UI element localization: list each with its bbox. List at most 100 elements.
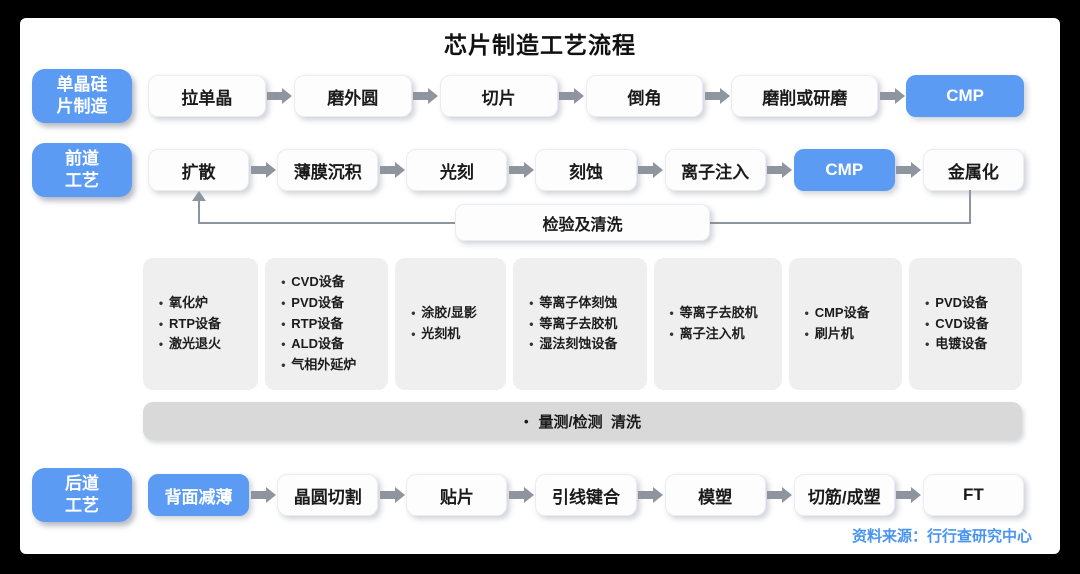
arrow-shaft	[379, 166, 395, 174]
equipment-label: 等离子去胶机	[539, 315, 618, 331]
equipment-label: 等离子体刻蚀	[539, 294, 618, 310]
list-item: •氧化炉	[153, 293, 252, 314]
list-item: •PVD设备	[919, 293, 1016, 314]
equipment-box: •CVD设备 •PVD设备 •RTP设备 •ALD设备 •气相外延炉	[265, 258, 389, 390]
arrow-shaft	[896, 491, 912, 499]
bullet-icon: •	[411, 327, 416, 341]
arrow-shaft	[508, 166, 524, 174]
arrow-head	[428, 88, 439, 104]
arrow-shaft	[767, 491, 783, 499]
equipment-label: 激光退火	[169, 336, 222, 352]
diagram-canvas: 芯片制造工艺流程 单晶硅 片制造 拉单晶 磨外圆 切片 倒角 磨削或研磨 CMP…	[20, 18, 1060, 554]
arrow-shaft	[250, 166, 266, 174]
arrow-right-icon	[878, 88, 906, 104]
process-step-box: 刻蚀	[535, 149, 637, 191]
equipment-label: 气相外延炉	[291, 357, 357, 373]
arrow-head	[911, 162, 922, 178]
front-row: 前道 工艺 扩散 薄膜沉积 光刻 刻蚀 离子注入 CMP 金属化	[32, 142, 1024, 198]
arrow-right-icon	[637, 162, 665, 178]
arrow-head	[523, 487, 534, 503]
list-item: •离子注入机	[664, 324, 776, 345]
list-item: •RTP设备	[275, 314, 382, 335]
list-item: •电镀设备	[919, 334, 1016, 355]
process-step-box: 贴片	[406, 474, 508, 516]
bullet-icon: •	[669, 327, 674, 341]
bullet-icon: •	[281, 358, 286, 373]
arrow-head	[394, 162, 405, 178]
arrow-shaft	[767, 166, 783, 174]
stage-label-line2: 工艺	[65, 496, 99, 515]
arrow-shaft	[379, 491, 395, 499]
arrow-head	[653, 162, 664, 178]
arrow-shaft	[559, 92, 575, 100]
process-step-box: 离子注入	[664, 149, 766, 191]
list-item: • 气相外延炉	[275, 355, 382, 376]
arrow-right-icon	[507, 487, 535, 503]
bullet-icon: •	[281, 295, 286, 310]
list-item: • 等离子体刻蚀	[523, 293, 640, 314]
feedback-line-left	[198, 200, 200, 224]
arrow-right-icon	[895, 162, 923, 178]
arrow-right-icon	[637, 487, 665, 503]
arrow-right-icon	[412, 88, 440, 104]
wafer-row: 单晶硅 片制造 拉单晶 磨外圆 切片 倒角 磨削或研磨 CMP	[32, 68, 1025, 124]
process-step-box-highlighted: 背面减薄	[148, 474, 250, 516]
stage-label-line1: 前道	[65, 148, 99, 168]
arrow-shaft	[413, 92, 429, 100]
arrow-head	[894, 88, 905, 104]
inspection-clean-box: 检验及清洗	[455, 204, 710, 241]
arrow-right-icon	[766, 487, 794, 503]
bullet-icon: •	[281, 316, 286, 331]
list-item: •激光退火	[153, 334, 252, 355]
arrow-shaft	[508, 491, 524, 499]
data-source-credit: 资料来源：行行查研究中心	[851, 528, 1032, 545]
stage-label-front: 前道 工艺	[32, 143, 132, 197]
list-item: •刷片机	[799, 324, 897, 345]
arrow-right-icon	[507, 162, 535, 178]
arrow-head	[719, 88, 730, 104]
equipment-row: •氧化炉 •RTP设备 •激光退火 •CVD设备 •PVD设备 •RTP设备 •…	[143, 258, 1022, 390]
equipment-label: CVD设备	[291, 274, 345, 289]
list-item: • 等离子去胶机	[523, 314, 640, 335]
arrow-head	[911, 487, 922, 503]
equipment-label: 涂胶/显影	[421, 305, 477, 321]
equipment-label: CVD设备	[935, 315, 989, 331]
equipment-box: •等离子去胶机 •离子注入机	[653, 258, 782, 390]
metrology-clean-label: 量测/检测 清洗	[538, 413, 642, 431]
arrow-shaft	[267, 92, 283, 100]
bullet-icon: •	[529, 316, 534, 331]
arrow-head	[265, 162, 276, 178]
list-item: • RTP设备	[153, 314, 252, 335]
equipment-label: ALD设备	[291, 336, 345, 352]
process-step-box: 光刻	[406, 149, 508, 191]
list-item: •湿法刻蚀设备	[523, 334, 640, 355]
arrow-shaft	[704, 92, 720, 100]
bullet-icon: •	[529, 295, 534, 310]
arrow-right-icon	[703, 88, 731, 104]
equipment-label: RTP设备	[169, 315, 222, 331]
stage-label-line1: 后道	[65, 473, 99, 493]
arrow-head	[653, 487, 664, 503]
bullet-icon: •	[669, 306, 674, 321]
equipment-box: • 等离子体刻蚀 • 等离子去胶机 •湿法刻蚀设备	[513, 258, 647, 390]
arrow-right-icon	[766, 162, 794, 178]
equipment-label: PVD设备	[291, 294, 345, 310]
list-item: •CVD设备	[275, 272, 382, 293]
list-item: •等离子去胶机	[664, 303, 776, 324]
equipment-label: 光刻机	[421, 326, 461, 341]
bullet-icon: •	[523, 413, 529, 429]
list-item: • 光刻机	[405, 324, 500, 345]
process-step-box: 磨外圆	[293, 75, 412, 117]
bullet-icon: •	[925, 316, 930, 331]
stage-label-line2: 片制造	[56, 97, 108, 116]
process-step-box: 薄膜沉积	[277, 149, 379, 191]
process-step-box: 晶圆切割	[277, 474, 379, 516]
arrow-up-icon	[192, 191, 206, 201]
arrow-right-icon	[558, 88, 586, 104]
bullet-icon: •	[158, 316, 164, 331]
bullet-icon: •	[925, 337, 930, 352]
process-step-box: 切筋/成塑	[793, 474, 895, 516]
equipment-label: PVD设备	[935, 294, 989, 310]
list-item: •ALD设备	[275, 334, 382, 355]
